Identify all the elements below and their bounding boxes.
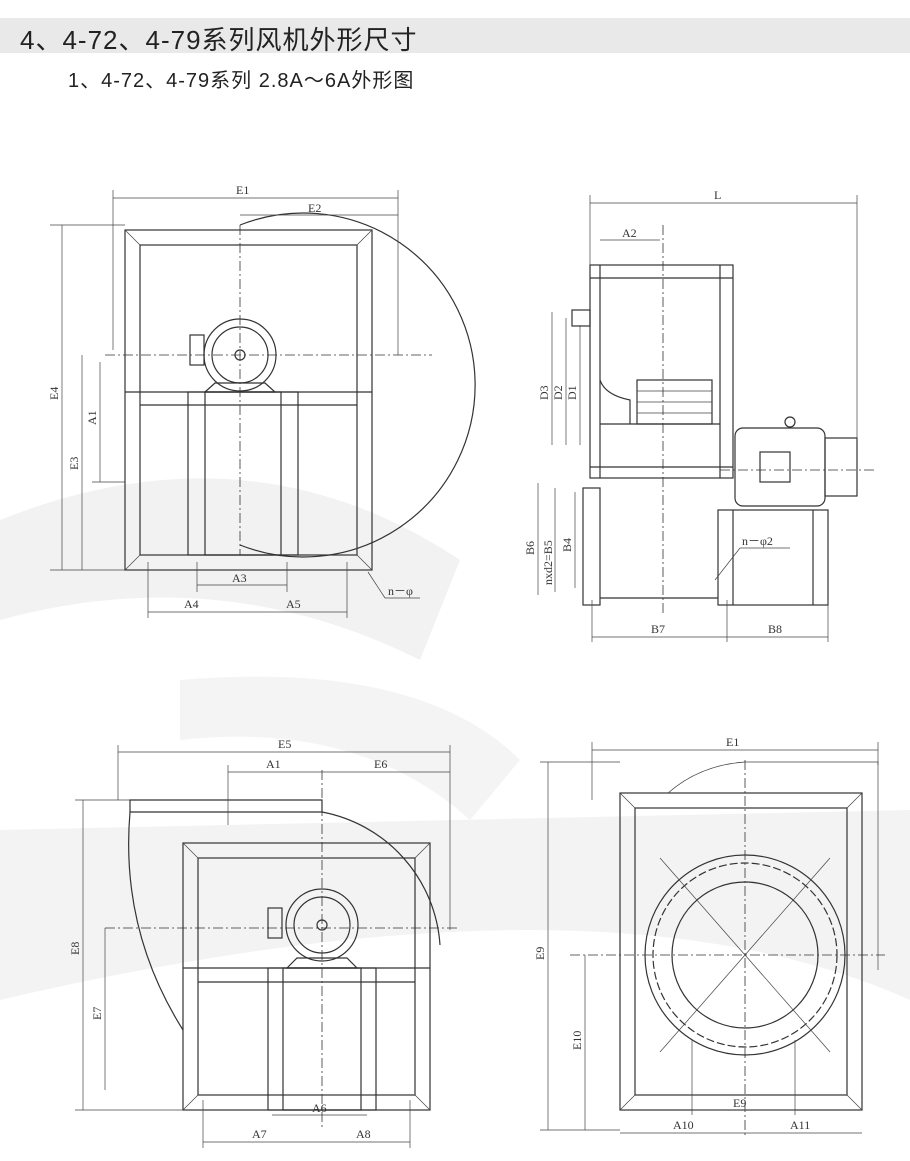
dim-E6: E6 bbox=[374, 757, 387, 771]
dim-B5: nxd2=B5 bbox=[541, 540, 555, 585]
holes-label: n－φ2 bbox=[742, 534, 773, 548]
dim-E3: E3 bbox=[67, 457, 81, 470]
front-view-drawing: E1 E2 E4 E3 A1 A3 A4 A5 n－φ bbox=[47, 183, 476, 618]
dim-B4: B4 bbox=[560, 538, 574, 552]
dim-E9-vertical: E9 bbox=[533, 947, 547, 960]
dim-A11: A11 bbox=[790, 1118, 810, 1132]
dim-E5: E5 bbox=[278, 737, 291, 751]
dim-A6: A6 bbox=[312, 1101, 327, 1115]
dim-B8: B8 bbox=[768, 622, 782, 636]
dim-D2: D2 bbox=[551, 385, 565, 400]
dim-E4: E4 bbox=[47, 387, 61, 400]
dim-E8: E8 bbox=[68, 942, 82, 955]
dim-L: L bbox=[714, 188, 721, 202]
dim-A1: A1 bbox=[266, 757, 281, 771]
dim-B7: B7 bbox=[651, 622, 665, 636]
holes-label: n－φ bbox=[388, 584, 413, 598]
dim-A10: A10 bbox=[673, 1118, 694, 1132]
dim-E2: E2 bbox=[308, 201, 321, 215]
dim-B6: B6 bbox=[523, 541, 537, 555]
dim-A4: A4 bbox=[184, 597, 199, 611]
dim-A3: A3 bbox=[232, 571, 247, 585]
subsection-title: 1、4-72、4-79系列 2.8A～6A外形图 bbox=[68, 70, 415, 92]
dim-A8: A8 bbox=[356, 1127, 371, 1141]
dim-E9-horizontal: E9 bbox=[733, 1096, 746, 1110]
dim-D1: D1 bbox=[565, 385, 579, 400]
rear-view-drawing: E5 A1 E6 E8 E7 A6 A7 A8 bbox=[68, 737, 460, 1148]
dim-E1: E1 bbox=[236, 183, 249, 197]
dim-E1: E1 bbox=[726, 735, 739, 749]
dim-A5: A5 bbox=[286, 597, 301, 611]
dim-A2: A2 bbox=[622, 226, 637, 240]
inlet-view-drawing: E1 E9 E10 E9 A10 A11 bbox=[533, 735, 885, 1135]
dim-A7: A7 bbox=[252, 1127, 267, 1141]
header-band bbox=[0, 18, 910, 53]
section-title: 4、4-72、4-79系列风机外形尺寸 bbox=[20, 25, 418, 55]
side-view-drawing: L A2 D3 D2 D1 B6 nxd2=B5 B4 B7 B8 n－φ2 bbox=[523, 188, 875, 642]
dim-E10: E10 bbox=[570, 1031, 584, 1050]
dim-E7: E7 bbox=[90, 1007, 104, 1020]
dim-A1: A1 bbox=[85, 410, 99, 425]
dim-D3: D3 bbox=[537, 385, 551, 400]
